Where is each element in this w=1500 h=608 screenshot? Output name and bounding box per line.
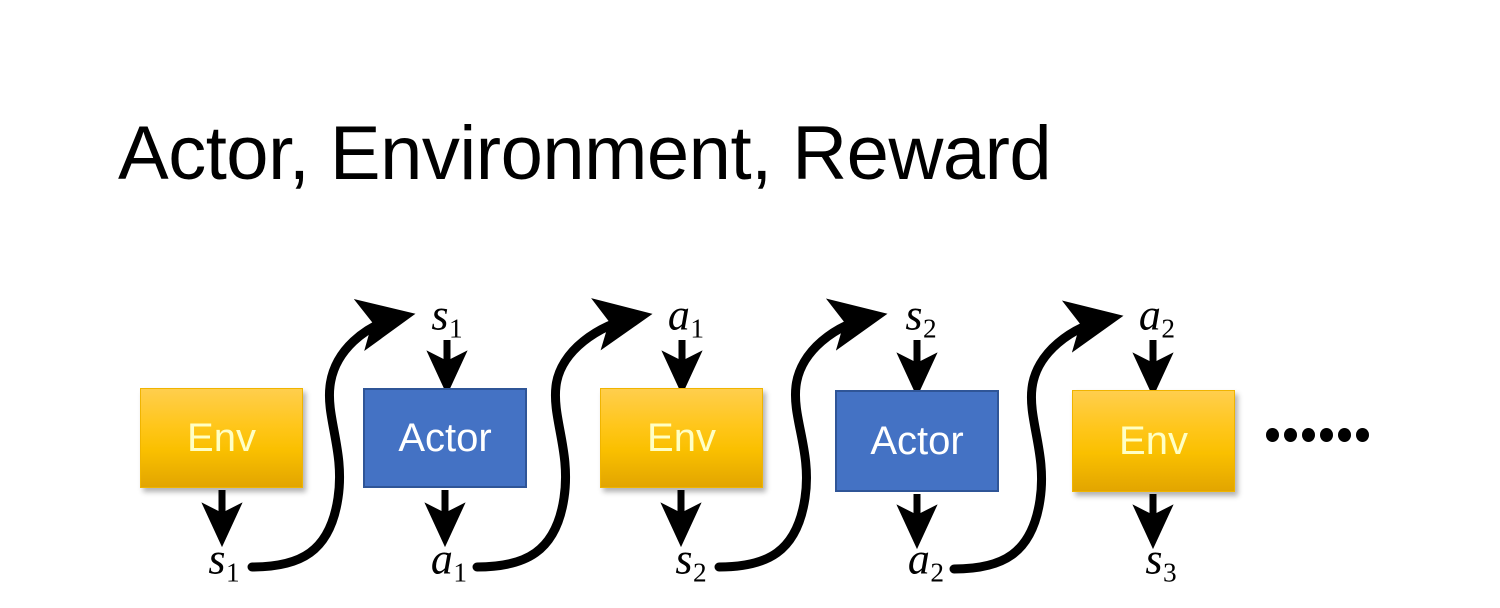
block-env-1[interactable]: Env xyxy=(140,388,303,488)
ellipsis-dot-group xyxy=(1320,428,1369,442)
ellipsis-dot xyxy=(1320,428,1333,442)
symbol: s xyxy=(431,290,449,340)
ellipsis-dot xyxy=(1356,428,1369,442)
subscript: 1 xyxy=(690,313,705,344)
label-state-s1-top: s1 xyxy=(431,293,462,342)
block-env-3[interactable]: Env xyxy=(1072,390,1235,492)
symbol: s xyxy=(208,534,226,584)
symbol: a xyxy=(667,290,690,340)
label-state-s2-top: s2 xyxy=(905,293,936,342)
label-state-s1-bottom: s1 xyxy=(208,537,239,586)
ellipsis-dot xyxy=(1284,428,1297,442)
symbol: a xyxy=(907,534,930,584)
subscript: 1 xyxy=(448,313,463,344)
symbol: s xyxy=(905,290,923,340)
ellipsis-dot xyxy=(1338,428,1351,442)
block-label: Env xyxy=(647,416,716,460)
symbol: s xyxy=(1145,534,1163,584)
block-env-2[interactable]: Env xyxy=(600,388,763,488)
label-action-a2-top: a2 xyxy=(1139,293,1175,342)
label-action-a1-bottom: a1 xyxy=(431,537,467,586)
symbol: a xyxy=(430,534,453,584)
subscript: 2 xyxy=(1161,313,1176,344)
label-action-a2-bottom: a2 xyxy=(908,537,944,586)
subscript: 3 xyxy=(1162,557,1177,588)
subscript: 1 xyxy=(225,557,240,588)
block-label: Env xyxy=(1119,419,1188,463)
page-title: Actor, Environment, Reward xyxy=(118,111,1052,196)
ellipsis-dot xyxy=(1302,428,1315,442)
block-actor-1[interactable]: Actor xyxy=(363,388,527,488)
ellipsis-dot-group xyxy=(1266,428,1315,442)
ellipsis-icon xyxy=(1266,428,1369,442)
label-state-s2-bottom: s2 xyxy=(675,537,706,586)
label-action-a1-top: a1 xyxy=(668,293,704,342)
label-state-s3-bottom: s3 xyxy=(1145,537,1176,586)
ellipsis-dot xyxy=(1266,428,1279,442)
block-actor-2[interactable]: Actor xyxy=(835,390,999,492)
subscript: 2 xyxy=(922,313,937,344)
subscript: 2 xyxy=(692,557,707,588)
block-label: Actor xyxy=(398,416,492,460)
subscript: 1 xyxy=(453,557,468,588)
subscript: 2 xyxy=(930,557,945,588)
block-label: Actor xyxy=(870,419,964,463)
block-label: Env xyxy=(187,416,256,460)
symbol: s xyxy=(675,534,693,584)
symbol: a xyxy=(1138,290,1161,340)
